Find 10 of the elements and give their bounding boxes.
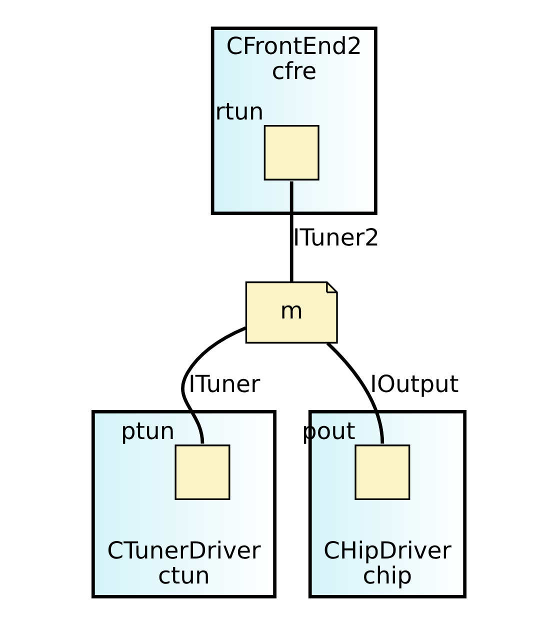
node-box [354, 444, 410, 500]
node-label: rtun [214, 97, 264, 126]
edge-label: IOutput [370, 370, 458, 398]
edge-label: ITuner2 [292, 224, 380, 252]
node-box [174, 444, 230, 500]
connector [180, 326, 246, 444]
node-label: ptun [120, 416, 174, 445]
edge-label: ITuner [188, 370, 260, 398]
node-box [263, 125, 319, 180]
connector [289, 181, 293, 282]
